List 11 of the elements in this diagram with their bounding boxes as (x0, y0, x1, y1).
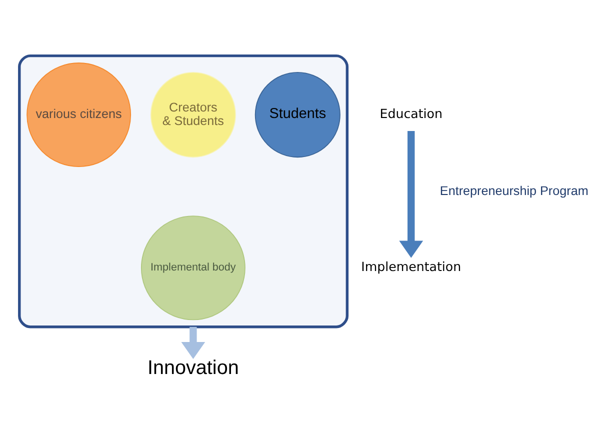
node-circle: Students (254, 72, 340, 158)
cluster (18, 54, 349, 328)
node-circle: various citizens (26, 62, 132, 167)
node-circle: Implemental body (140, 215, 246, 320)
node-text: Innovation (148, 356, 239, 379)
node-text: Education (380, 106, 442, 121)
node-text: Implementation (361, 258, 462, 274)
edge-label: Entrepreneurship Program (440, 184, 588, 198)
arrow (181, 326, 206, 359)
arrow (399, 130, 424, 258)
node-circle: Creators & Students (150, 72, 236, 158)
